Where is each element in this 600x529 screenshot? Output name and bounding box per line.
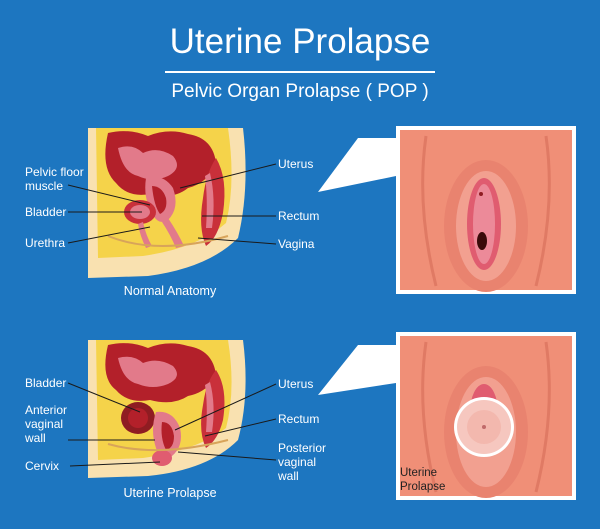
label-posterior-vaginal: vaginal — [278, 455, 317, 469]
title-divider — [165, 71, 435, 73]
label-pelvic-floor: Pelvic floor — [25, 165, 84, 179]
caption-uterine-prolapse: Uterine Prolapse — [123, 486, 217, 500]
label-anterior-wall: wall — [25, 431, 46, 445]
prolapse-external-detail — [396, 332, 576, 500]
label-vagina: Vagina — [278, 237, 315, 251]
label-posterior-wall: wall — [278, 469, 299, 483]
label-bladder: Bladder — [25, 376, 67, 390]
caption-normal-anatomy: Normal Anatomy — [123, 284, 217, 298]
label-uterine: Uterine — [400, 467, 438, 479]
label-posterior: Posterior — [278, 441, 327, 455]
label-uterus: Uterus — [278, 377, 314, 391]
prolapse-anatomy-illustration — [88, 340, 246, 478]
label-rectum: Rectum — [278, 209, 320, 223]
page-title: Uterine Prolapse — [169, 22, 431, 61]
label-anterior-vaginal: vaginal — [25, 417, 64, 431]
label-uterus: Uterus — [278, 157, 314, 171]
label-prolapse: Prolapse — [400, 481, 446, 493]
label-rectum: Rectum — [278, 412, 320, 426]
label-cervix: Cervix — [25, 459, 60, 473]
label-bladder: Bladder — [25, 205, 67, 219]
label-muscle: muscle — [25, 179, 64, 193]
label-urethra: Urethra — [25, 236, 66, 250]
page-subtitle: Pelvic Organ Prolapse ( POP ) — [171, 81, 429, 102]
normal-external-detail — [396, 126, 576, 294]
label-anterior: Anterior — [25, 403, 68, 417]
